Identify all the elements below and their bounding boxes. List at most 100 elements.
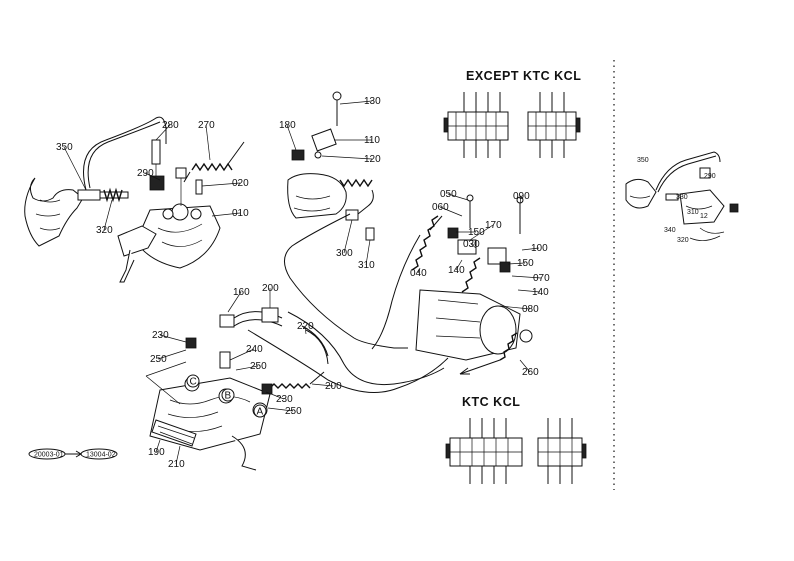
leader-line [229,348,255,361]
part-label-080: 080 [522,304,539,315]
part-label-350: 350 [56,142,73,153]
part-label-270: 270 [198,120,215,131]
leader-line [144,172,161,181]
leader-line [469,224,494,241]
inset-label-i290: 290 [704,173,716,180]
heading-except-ktc-kcl: EXCEPT KTC KCL [466,69,581,83]
inset-label-i320: 320 [677,237,689,244]
inset-label-i330: 330 [676,194,688,201]
leader-line [155,439,161,453]
part-label-220: 220 [297,321,314,332]
inset-label-i340: 340 [664,227,676,234]
inset-label-i12: 12 [700,213,708,220]
leader-line [470,243,477,249]
leader-line [447,193,469,201]
leader-line [511,275,542,279]
leader-line [365,239,371,266]
leader-line [267,407,294,412]
part-label-250c: 250 [285,406,302,417]
part-label-290: 290 [137,168,154,179]
part-label-120: 120 [364,154,381,165]
governor-assembly [411,194,533,375]
leader-line [311,383,334,387]
part-label-160: 160 [233,287,250,298]
part-label-200a: 200 [262,283,279,294]
part-label-040: 040 [410,268,427,279]
part-label-140a: 140 [448,265,465,276]
part-labels: 350 280 270 290 020 010 320 180 130 110 120 300 310 0… [56,96,550,470]
leader-line [235,365,259,371]
leader-line [155,124,171,141]
circle-letter-b: B [225,391,232,402]
leader-line [521,247,540,251]
leader-line [103,199,113,231]
valve-assembly [145,307,329,471]
leader-line [519,195,522,205]
part-label-150b: 150 [517,258,534,269]
leader-line [157,349,187,360]
leader-line [455,259,463,271]
valve-block-ktc-kcl [445,418,587,484]
circle-letters [186,374,267,418]
heading-ktc-kcl: KTC KCL [462,395,520,409]
leader-line [175,445,181,465]
ref-to-label: 13004-02 [86,452,116,459]
leader-line [321,155,373,160]
reference-arrow [28,448,118,460]
circle-letter-c: C [190,377,197,388]
ref-from-label: 20003-01 [34,452,64,459]
leader-line [227,291,242,313]
leader-line [517,289,541,293]
leader-line [439,206,463,217]
leader-line [265,391,285,400]
part-label-170: 170 [485,220,502,231]
part-label-210: 210 [168,459,185,470]
part-label-180: 180 [279,120,296,131]
part-label-010: 010 [232,208,249,219]
part-label-110: 110 [364,135,380,146]
part-label-050: 050 [440,189,457,200]
leader-line [159,334,187,343]
part-label-140b: 140 [532,287,549,298]
leader-line [499,305,531,310]
part-label-020: 020 [232,178,249,189]
part-label-200b: 200 [325,381,342,392]
inset-diagram [625,151,739,241]
leader-line [339,100,373,105]
valve-block-except-ktc-kcl [443,92,581,158]
part-label-230b: 230 [276,394,293,405]
leader-line [343,219,353,254]
leader-line [205,124,211,161]
part-label-260: 260 [522,367,539,378]
leader-line [211,212,241,217]
leader-line [63,146,87,191]
part-label-030: 030 [463,239,480,250]
leader-line [417,267,421,274]
injection-assembly [24,116,245,283]
part-label-250b: 250 [250,361,267,372]
fuel-lines [247,213,449,393]
part-label-070: 070 [533,273,550,284]
part-label-250a: 250 [150,354,167,365]
part-label-230a: 230 [152,330,169,341]
part-label-130: 130 [364,96,381,107]
leader-line [304,325,307,335]
part-label-300: 300 [336,248,353,259]
part-label-320: 320 [96,225,113,236]
part-label-310: 310 [358,260,375,271]
leader-line [286,124,297,151]
fuel-filter-assembly [287,91,375,241]
part-label-060: 060 [432,202,449,213]
part-label-240: 240 [246,344,263,355]
part-label-100: 100 [531,243,548,254]
circle-letter-a: A [257,407,264,418]
part-label-280: 280 [162,120,179,131]
inset-label-i310: 310 [687,209,699,216]
part-label-150a: 150 [468,227,485,238]
inset-label-i350: 350 [637,157,649,164]
leader-line [201,182,241,187]
part-label-190: 190 [148,447,165,458]
part-label-090: 090 [513,191,530,202]
